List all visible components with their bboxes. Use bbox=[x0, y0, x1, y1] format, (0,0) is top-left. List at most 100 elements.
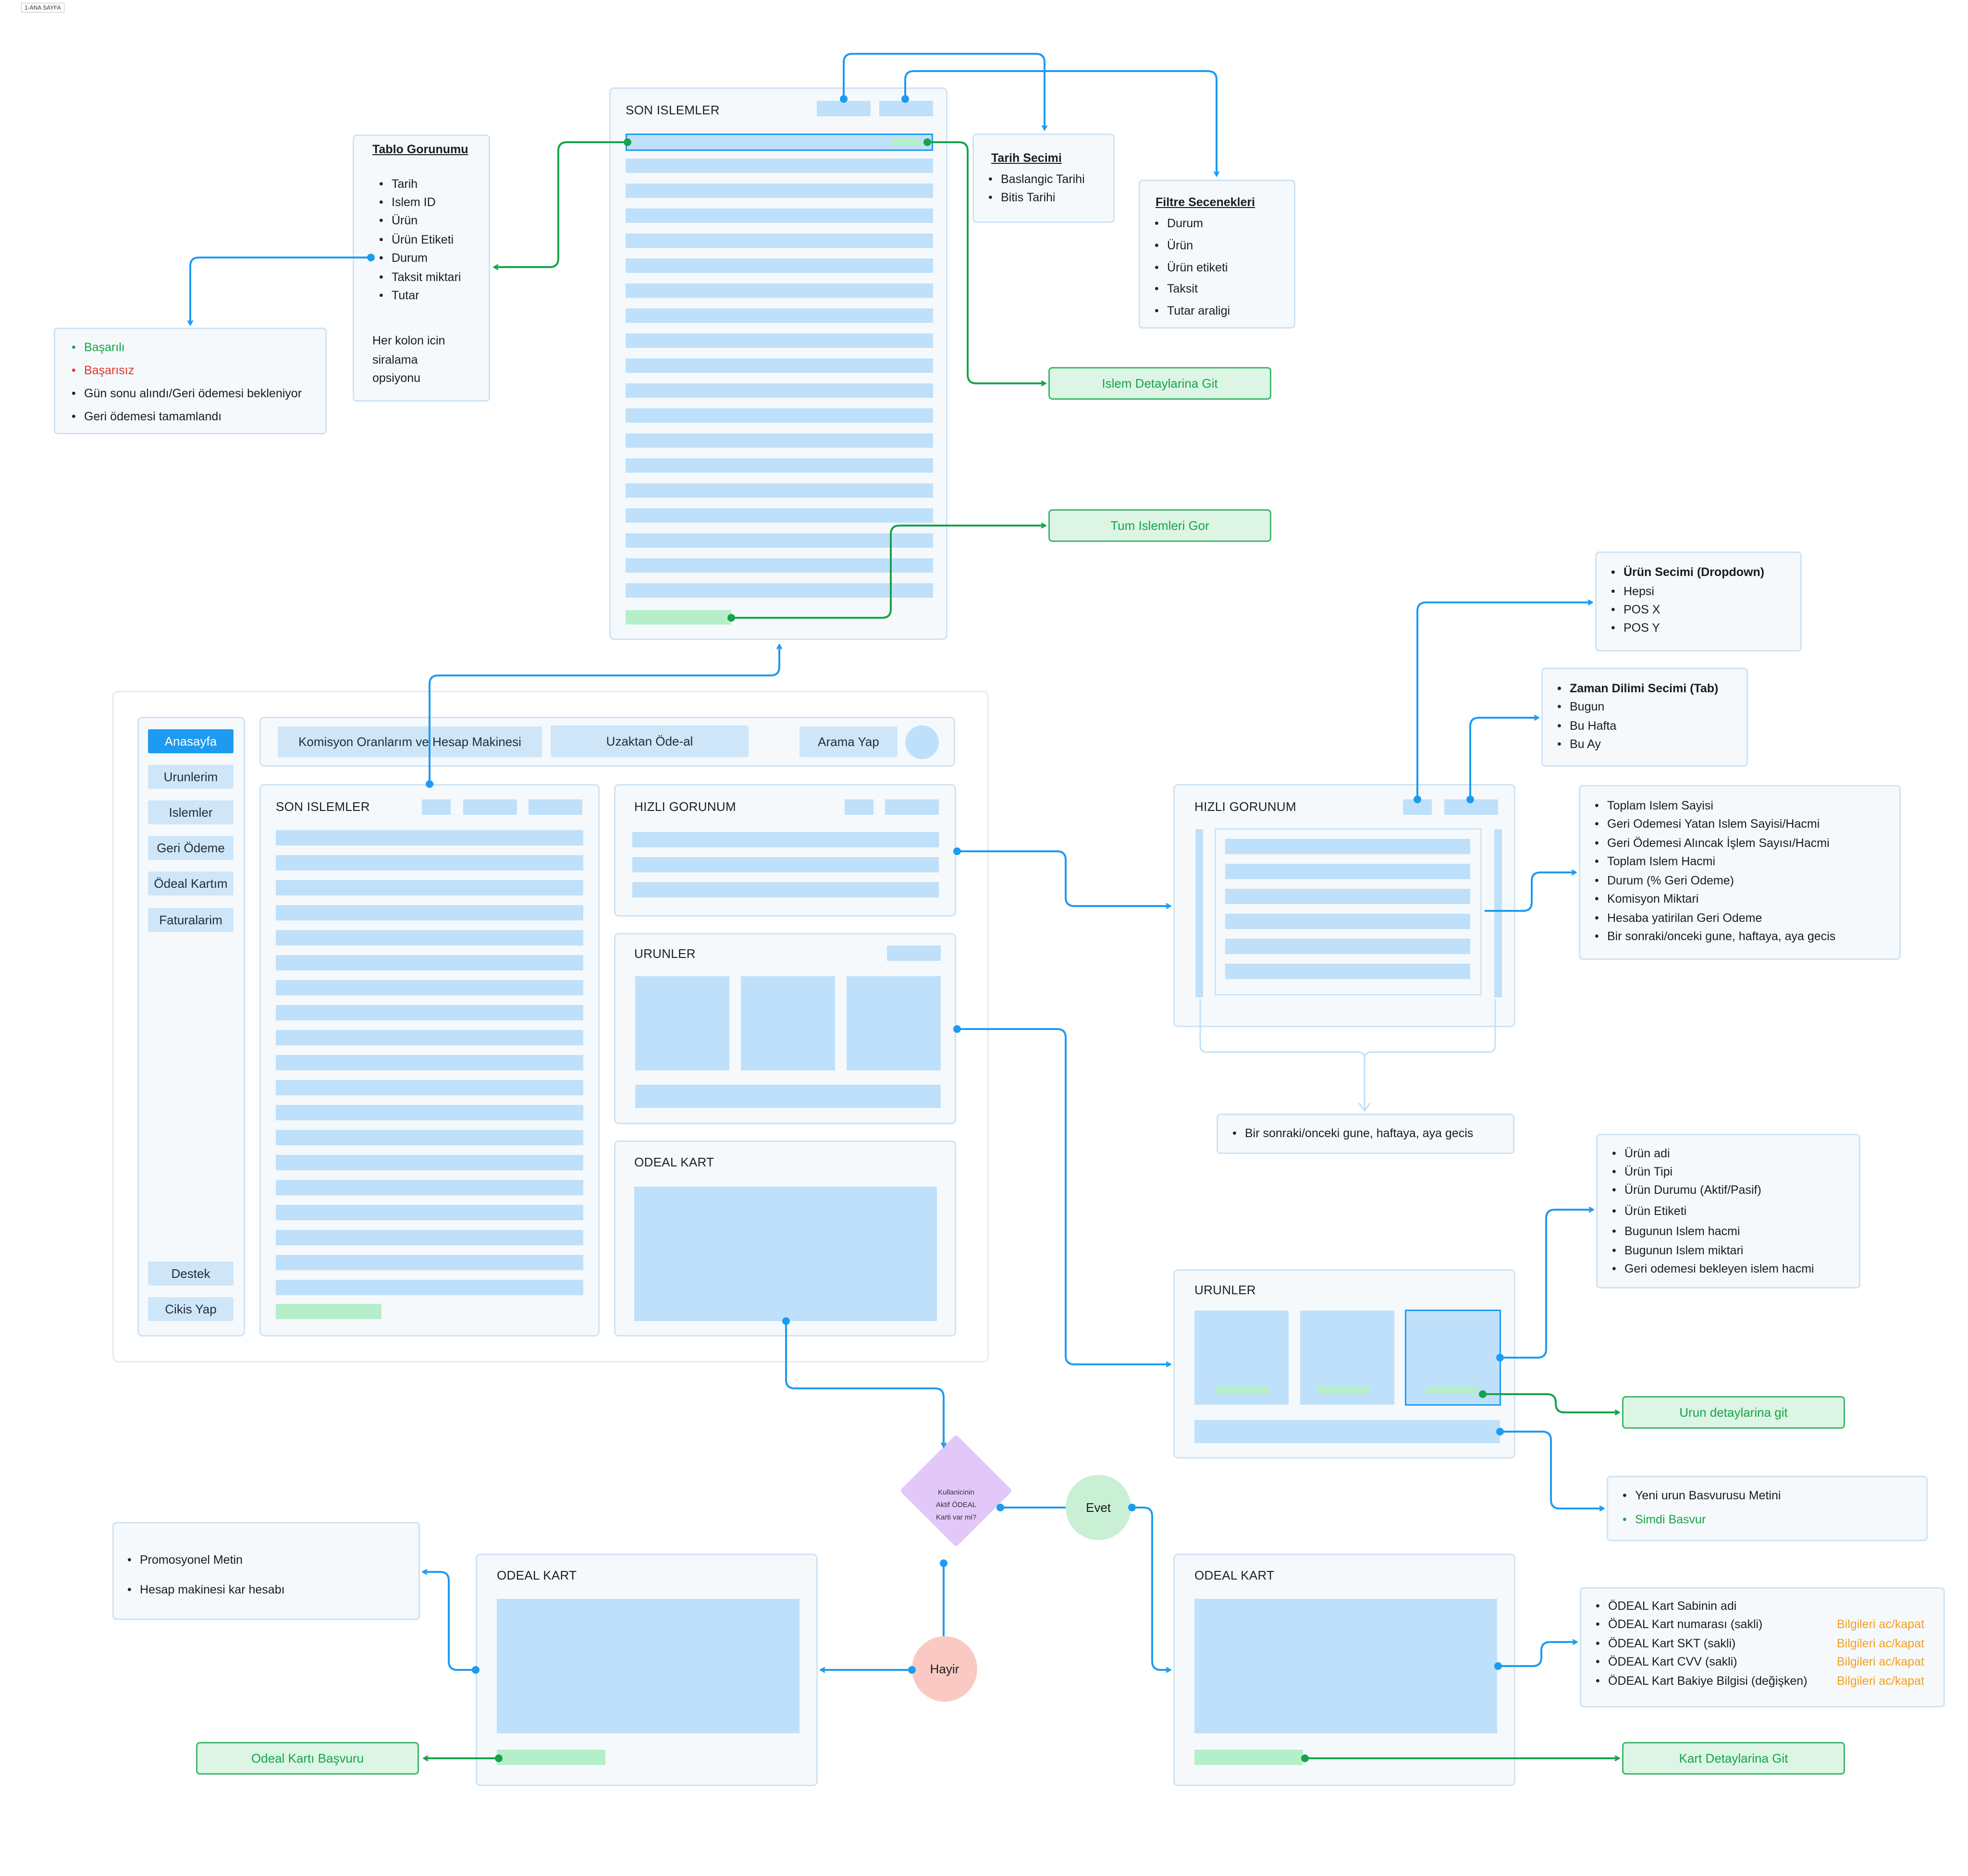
table-row[interactable] bbox=[276, 1055, 583, 1070]
sidebar-item-faturalarim[interactable]: Faturalarim bbox=[148, 908, 234, 932]
metric-row[interactable] bbox=[1225, 889, 1470, 904]
table-row[interactable] bbox=[276, 1255, 583, 1270]
table-row[interactable] bbox=[626, 333, 933, 348]
product-card[interactable] bbox=[635, 976, 729, 1070]
metric-row[interactable] bbox=[1225, 939, 1470, 954]
table-row[interactable] bbox=[626, 233, 933, 248]
table-row[interactable] bbox=[276, 830, 583, 846]
filter-button[interactable] bbox=[463, 799, 517, 815]
table-row[interactable] bbox=[276, 1230, 583, 1245]
urun-detay-link[interactable]: Urun detaylarina git bbox=[1622, 1396, 1845, 1429]
product-card[interactable] bbox=[847, 976, 941, 1070]
toggle-info-link[interactable]: Bilgileri ac/kapat bbox=[1837, 1655, 1925, 1668]
table-row[interactable] bbox=[276, 1205, 583, 1220]
avatar[interactable] bbox=[905, 725, 939, 759]
see-all-button[interactable] bbox=[626, 610, 731, 625]
toggle-info-link[interactable]: Bilgileri ac/kapat bbox=[1837, 1618, 1925, 1631]
time-select[interactable] bbox=[1444, 799, 1498, 815]
list-item: Toplam Islem Sayisi bbox=[1595, 799, 1713, 813]
metric-row[interactable] bbox=[1225, 914, 1470, 929]
kart-info-note: ÖDEAL Kart Sabinin adi ÖDEAL Kart numara… bbox=[1580, 1587, 1945, 1707]
prev-arrow[interactable] bbox=[1195, 829, 1203, 997]
list-item: Hepsi bbox=[1611, 585, 1654, 599]
table-row[interactable] bbox=[276, 980, 583, 995]
product-detail-button[interactable] bbox=[1316, 1386, 1369, 1394]
table-row[interactable] bbox=[276, 905, 583, 920]
filter-button[interactable] bbox=[879, 101, 933, 116]
next-arrow[interactable] bbox=[1494, 829, 1502, 997]
islem-detay-link[interactable]: Islem Detaylarina Git bbox=[1048, 367, 1271, 400]
table-row[interactable] bbox=[626, 258, 933, 273]
table-row[interactable] bbox=[626, 583, 933, 598]
metric-row[interactable] bbox=[1225, 839, 1470, 854]
card-detail-button[interactable] bbox=[1194, 1750, 1303, 1765]
product-detail-button[interactable] bbox=[1425, 1386, 1478, 1394]
table-row[interactable] bbox=[276, 1105, 583, 1120]
table-row[interactable] bbox=[276, 1080, 583, 1095]
table-row[interactable] bbox=[276, 1130, 583, 1145]
metric-row[interactable] bbox=[1225, 964, 1470, 979]
date-filter-button[interactable] bbox=[817, 101, 871, 116]
new-product-banner[interactable] bbox=[1194, 1420, 1500, 1443]
table-row[interactable] bbox=[626, 508, 933, 523]
table-row[interactable] bbox=[276, 1005, 583, 1020]
filter-button[interactable] bbox=[529, 799, 582, 815]
sidebar-item-urunlerim[interactable]: Urunlerim bbox=[148, 765, 234, 789]
table-row[interactable] bbox=[626, 483, 933, 498]
panel-title: ODEAL KART bbox=[1194, 1568, 1275, 1582]
card-image[interactable] bbox=[1194, 1599, 1497, 1733]
new-product-banner[interactable] bbox=[635, 1085, 941, 1108]
table-row[interactable] bbox=[626, 208, 933, 223]
table-row[interactable] bbox=[276, 1155, 583, 1170]
table-row[interactable] bbox=[626, 308, 933, 323]
table-row[interactable] bbox=[626, 408, 933, 423]
promo-banner[interactable] bbox=[497, 1599, 800, 1733]
table-row[interactable] bbox=[276, 1030, 583, 1045]
product-card[interactable] bbox=[741, 976, 835, 1070]
filter-button[interactable] bbox=[422, 799, 451, 815]
table-row[interactable] bbox=[276, 930, 583, 945]
sidebar-item-odeal-kartim[interactable]: Ödeal Kartım bbox=[148, 871, 234, 895]
products-button[interactable] bbox=[887, 945, 941, 961]
time-select[interactable] bbox=[885, 799, 939, 815]
toggle-info-link[interactable]: Bilgileri ac/kapat bbox=[1837, 1637, 1925, 1650]
sidebar-item-geri-odeme[interactable]: Geri Ödeme bbox=[148, 836, 234, 860]
table-row[interactable] bbox=[626, 458, 933, 473]
sidebar-item-islemler[interactable]: Islemler bbox=[148, 800, 234, 824]
table-row[interactable] bbox=[626, 533, 933, 548]
table-row[interactable] bbox=[276, 1180, 583, 1195]
table-row[interactable] bbox=[626, 159, 933, 173]
product-select[interactable] bbox=[1403, 799, 1432, 815]
sidebar-item-destek[interactable]: Destek bbox=[148, 1262, 234, 1286]
card-image[interactable] bbox=[634, 1187, 937, 1321]
table-row[interactable] bbox=[276, 855, 583, 871]
sidebar-item-anasayfa[interactable]: Anasayfa bbox=[148, 729, 234, 753]
tab-uzaktan-ode[interactable]: Uzaktan Öde-al bbox=[551, 725, 749, 757]
tab-arama-yap[interactable]: Arama Yap bbox=[800, 726, 898, 757]
see-all-button[interactable] bbox=[276, 1304, 381, 1319]
kart-detay-link[interactable]: Kart Detaylarina Git bbox=[1622, 1742, 1845, 1775]
table-row[interactable] bbox=[276, 955, 583, 970]
table-row[interactable] bbox=[626, 283, 933, 298]
metric-row[interactable] bbox=[1225, 864, 1470, 879]
tum-islemler-link[interactable]: Tum Islemleri Gor bbox=[1048, 509, 1271, 542]
table-row[interactable] bbox=[276, 1280, 583, 1295]
table-row[interactable] bbox=[276, 880, 583, 895]
selected-row[interactable] bbox=[626, 134, 933, 151]
table-row[interactable] bbox=[626, 383, 933, 398]
row-detail-button[interactable] bbox=[891, 138, 920, 146]
list-item: Geri Odemesi Yatan Islem Sayisi/Hacmi bbox=[1595, 817, 1820, 831]
odeal-basvuru-link[interactable]: Odeal Kartı Başvuru bbox=[196, 1742, 419, 1775]
product-detail-button[interactable] bbox=[1216, 1386, 1268, 1394]
table-row[interactable] bbox=[626, 358, 933, 373]
tab-komisyon[interactable]: Komisyon Oranlarım ve Hesap Makinesi bbox=[278, 726, 542, 757]
table-row[interactable] bbox=[626, 184, 933, 198]
simdi-basvur-link[interactable]: Simdi Basvur bbox=[1623, 1513, 1706, 1527]
urun-secimi-note: Ürün Secimi (Dropdown) Hepsi POS X POS Y bbox=[1595, 552, 1802, 651]
table-row[interactable] bbox=[626, 558, 933, 573]
table-row[interactable] bbox=[626, 433, 933, 448]
sidebar-item-cikis-yap[interactable]: Cikis Yap bbox=[148, 1297, 234, 1321]
toggle-info-link[interactable]: Bilgileri ac/kapat bbox=[1837, 1674, 1925, 1688]
product-select[interactable] bbox=[845, 799, 873, 815]
apply-button[interactable] bbox=[497, 1750, 605, 1765]
